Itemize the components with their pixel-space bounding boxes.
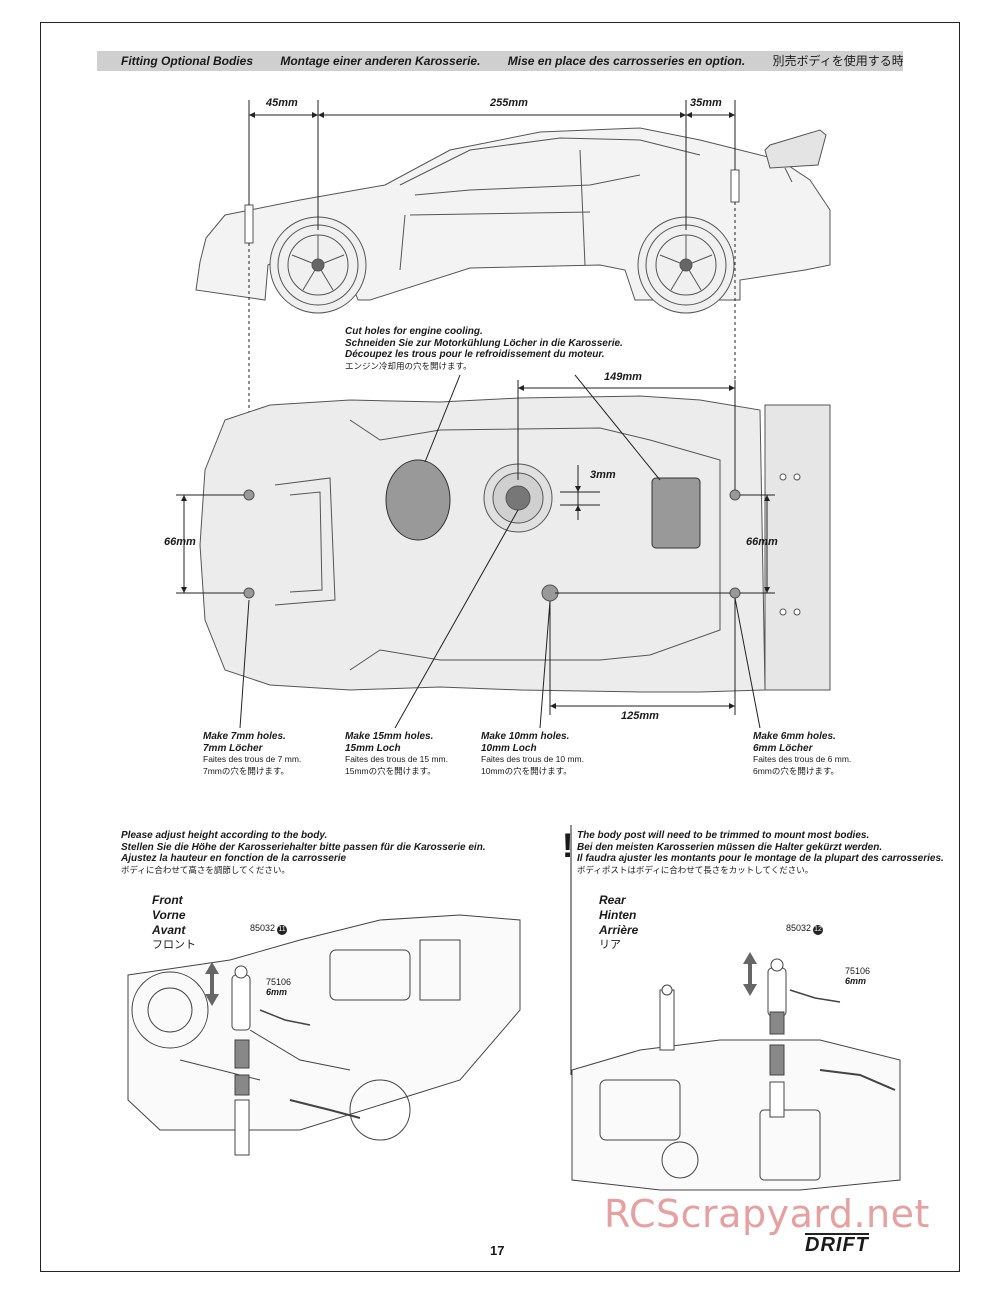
front-clip-size: 6mm	[266, 987, 288, 997]
page-number: 17	[490, 1243, 505, 1258]
front-label-en: Front	[152, 893, 183, 907]
rear-post-step-badge: 12	[813, 925, 824, 935]
header-title-en: Fitting Optional Bodies	[121, 54, 253, 68]
rear-label-de: Hinten	[599, 908, 637, 922]
dim-wheelbase: 255mm	[490, 97, 528, 109]
dim-hole-to-post: 149mm	[604, 371, 642, 383]
hole-note-6mm: Make 6mm holes. 6mm Löcher Faites des tr…	[753, 731, 851, 777]
hole-note-en: Make 15mm holes.	[345, 731, 434, 742]
rear-clip-part-number: 75106	[845, 966, 871, 976]
hole-note-jp: 15mmの穴を開けます。	[345, 765, 436, 776]
rear-label-en: Rear	[599, 893, 626, 907]
fuel-cap-mount	[483, 463, 553, 533]
cooling-note: Cut holes for engine cooling. Schneiden …	[345, 326, 623, 372]
hole-note-en: Make 6mm holes.	[753, 731, 836, 742]
dim-rear-offset: 35mm	[690, 97, 722, 109]
drift-logo: DRIFT	[805, 1233, 869, 1256]
hole-note-de: 15mm Loch	[345, 742, 401, 754]
header-title-de: Montage einer anderen Karosserie.	[280, 54, 481, 68]
dim-front-width: 66mm	[164, 536, 196, 548]
front-label-jp: フロント	[152, 939, 196, 951]
hole-note-10mm: Make 10mm holes. 10mm Loch Faites des tr…	[481, 731, 584, 777]
cooling-note-en: Cut holes for engine cooling.	[345, 326, 483, 337]
cooling-note-fr: Découpez les trous pour le refroidisseme…	[345, 349, 605, 360]
rear-post-hole-right	[729, 587, 741, 599]
rear-up-down-arrow	[743, 952, 757, 996]
rear-label-jp: リア	[599, 939, 621, 951]
adjust-height-note: Please adjust height according to the bo…	[121, 830, 486, 876]
hole-note-fr: Faites des trous de 10 mm.	[481, 754, 584, 764]
watermark: RCScrapyard.net	[604, 1192, 930, 1236]
front-clip-part-number: 75106	[266, 977, 292, 987]
hole-note-de: 7mm Löcher	[203, 742, 263, 754]
hole-note-fr: Faites des trous de 15 mm.	[345, 754, 448, 764]
trim-note-jp: ボディポストはボディに合わせて長さをカットしてください。	[577, 864, 814, 875]
trim-note-fr: Il faudra ajuster les montants pour le m…	[577, 853, 944, 864]
rear-assembly-illustration	[571, 958, 901, 1191]
rear-post-part-number: 85032	[786, 923, 812, 933]
rear-label-fr: Arrière	[599, 923, 639, 937]
rear-post-hole-left	[729, 489, 741, 501]
adjust-note-jp: ボディに合わせて高さを調節してください。	[121, 864, 290, 875]
rear-wing	[764, 129, 827, 169]
warning-icon: !	[562, 827, 574, 865]
trim-note-de: Bei den meisten Karosserien müssen die H…	[577, 841, 883, 853]
hole-note-jp: 6mmの穴を開けます。	[753, 765, 840, 776]
front-post-part-number: 85032	[250, 923, 276, 933]
front-wheel	[269, 216, 367, 314]
cooling-hole-right	[651, 477, 701, 549]
rear-clip-part: 75106 6mm	[845, 966, 870, 986]
front-assembly-illustration	[127, 914, 521, 1156]
section-header: Fitting Optional Bodies Montage einer an…	[97, 51, 903, 71]
hole-note-en: Make 7mm holes.	[203, 731, 286, 742]
adjust-note-de: Stellen Sie die Höhe der Karosseriehalte…	[121, 841, 486, 853]
page-frame	[40, 22, 960, 1272]
cooling-note-de: Schneiden Sie zur Motorkühlung Löcher in…	[345, 337, 623, 349]
cooling-note-jp: エンジン冷却用の穴を開けます。	[345, 360, 472, 371]
dim-center-offset: 3mm	[590, 469, 616, 481]
front-post-hole-right	[243, 587, 255, 599]
rear-clip-size: 6mm	[845, 976, 867, 986]
dim-rear-width: 66mm	[746, 536, 778, 548]
front-clip-part: 75106 6mm	[266, 977, 291, 997]
hole-note-7mm: Make 7mm holes. 7mm Löcher Faites des tr…	[203, 731, 301, 777]
rear-wheel	[637, 216, 735, 314]
front-label: Front Vorne Avant フロント	[152, 893, 196, 953]
adjust-note-fr: Ajustez la hauteur en fonction de la car…	[121, 853, 347, 864]
hole-note-15mm: Make 15mm holes. 15mm Loch Faites des tr…	[345, 731, 448, 777]
hole-note-fr: Faites des trous de 6 mm.	[753, 754, 852, 764]
trim-post-note: The body post will need to be trimmed to…	[577, 830, 944, 876]
front-up-down-arrow	[205, 962, 219, 1006]
header-title-fr: Mise en place des carrosseries en option…	[507, 54, 746, 68]
cooling-hole-left	[385, 459, 451, 541]
hole-note-de: 10mm Loch	[481, 742, 537, 754]
front-label-de: Vorne	[152, 908, 186, 922]
rear-label: Rear Hinten Arrière リア	[599, 893, 638, 953]
rear-body-post	[767, 967, 787, 1017]
trim-note-en: The body post will need to be trimmed to…	[577, 830, 870, 841]
hole-note-fr: Faites des trous de 7 mm.	[203, 754, 302, 764]
front-body-post	[231, 974, 251, 1031]
front-post-step-badge: 11	[277, 925, 288, 935]
front-label-fr: Avant	[152, 923, 186, 937]
hole-note-de: 6mm Löcher	[753, 742, 813, 754]
hole-note-jp: 7mmの穴を開けます。	[203, 765, 290, 776]
dim-hole-spacing: 125mm	[621, 710, 659, 722]
header-title-jp: 別売ボディを使用する時	[772, 54, 903, 68]
car-top-view	[199, 395, 766, 693]
adjust-note-en: Please adjust height according to the bo…	[121, 830, 328, 841]
front-post-hole-left	[243, 489, 255, 501]
hole-note-en: Make 10mm holes.	[481, 731, 570, 742]
dim-front-offset: 45mm	[266, 97, 298, 109]
hole-note-jp: 10mmの穴を開けます。	[481, 765, 572, 776]
